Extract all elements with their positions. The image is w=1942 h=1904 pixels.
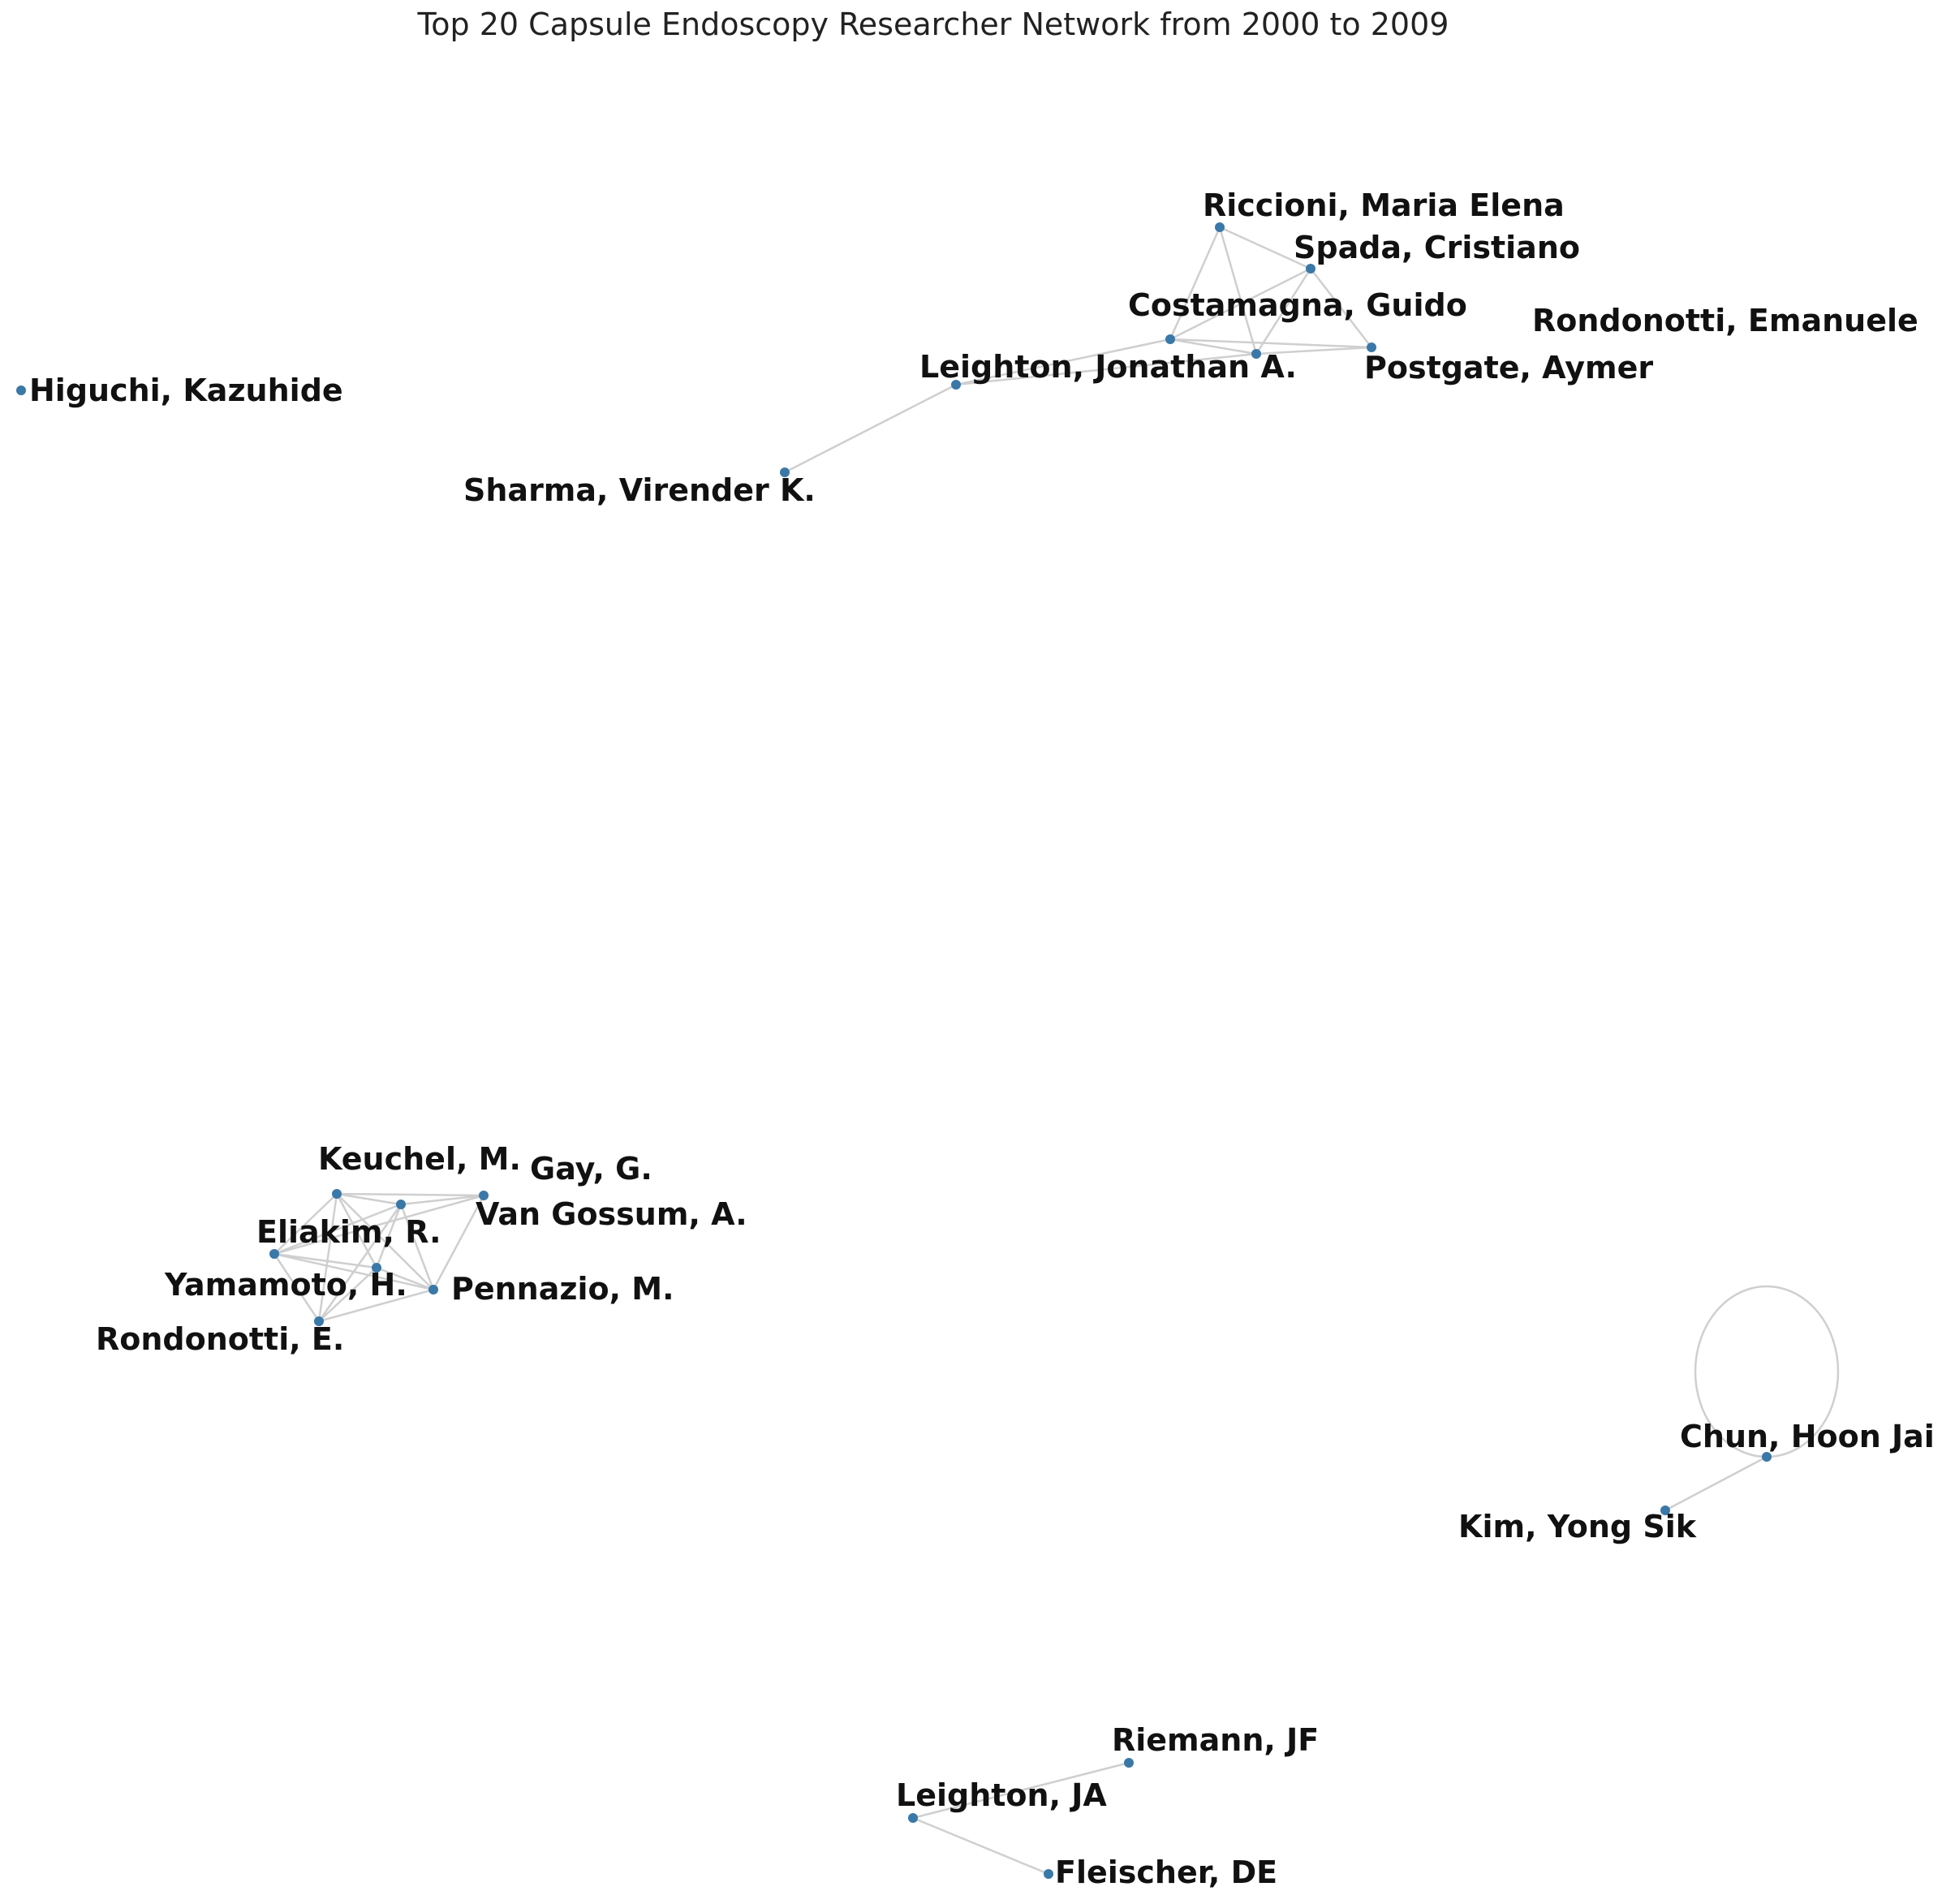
edge-van_gossum-rondonotti_e — [317, 1204, 403, 1322]
node-sharma — [780, 467, 790, 477]
node-label-yamamoto: Yamamoto, H. — [164, 1267, 407, 1303]
edge-costamagna-leighton_jonathan — [955, 338, 1171, 386]
node-eliakim — [269, 1249, 279, 1259]
edge-yamamoto-pennazio — [376, 1266, 434, 1291]
node-label-pennazio: Pennazio, M. — [451, 1271, 674, 1307]
node-label-postgate: Postgate, Aymer — [1364, 350, 1653, 386]
node-postgate — [1251, 349, 1261, 359]
edge-eliakim-rondonotti_e — [273, 1253, 321, 1322]
node-label-costamagna: Costamagna, Guido — [1128, 287, 1467, 323]
edge-yamamoto-rondonotti_e — [318, 1267, 377, 1322]
edge-riccioni-costamagna — [1169, 226, 1221, 340]
node-fleischer — [1044, 1869, 1053, 1879]
node-label-fleischer: Fleischer, DE — [1055, 1854, 1277, 1890]
node-higuchi — [16, 386, 26, 395]
node-leighton_jonathan — [951, 380, 961, 390]
node-yamamoto — [372, 1263, 381, 1273]
edge-costamagna-postgate — [1169, 338, 1257, 355]
edge-postgate-rondonotti_emanuele — [1255, 346, 1372, 355]
node-label-sharma: Sharma, Virender K. — [463, 472, 816, 508]
edge-leighton_jonathan-sharma — [784, 383, 957, 474]
node-gay — [479, 1191, 489, 1200]
edge-van_gossum-yamamoto — [375, 1204, 403, 1269]
edge-chun-kim — [1664, 1455, 1768, 1512]
edge-van_gossum-pennazio — [399, 1204, 435, 1290]
node-pennazio — [428, 1285, 438, 1294]
node-label-gay: Gay, G. — [530, 1151, 652, 1187]
node-label-rondonotti_emanuele: Rondonotti, Emanuele — [1532, 303, 1918, 338]
node-rondonotti_e — [314, 1316, 324, 1326]
edge-riccioni-postgate — [1218, 226, 1258, 355]
node-rondonotti_emanuele — [1367, 342, 1376, 352]
edge-eliakim-yamamoto — [273, 1252, 377, 1269]
node-spada — [1306, 264, 1315, 274]
node-van_gossum — [396, 1200, 406, 1209]
node-costamagna — [1165, 334, 1175, 344]
edge-keuchel-pennazio — [336, 1193, 434, 1290]
edge-van_gossum-eliakim — [273, 1203, 402, 1256]
figure-title: Top 20 Capsule Endoscopy Researcher Netw… — [417, 6, 1449, 42]
node-label-kim: Kim, Yong Sik — [1458, 1509, 1697, 1544]
node-label-eliakim: Eliakim, R. — [256, 1214, 441, 1250]
node-layer — [16, 222, 1772, 1879]
node-label-higuchi: Higuchi, Kazuhide — [29, 373, 343, 408]
edge-postgate-leighton_jonathan — [955, 352, 1257, 386]
node-label-riccioni: Riccioni, Maria Elena — [1203, 187, 1565, 223]
edge-gay-van_gossum — [400, 1194, 484, 1206]
node-riemann — [1124, 1758, 1134, 1768]
edge-eliakim-pennazio — [273, 1252, 434, 1291]
node-label-spada: Spada, Cristiano — [1294, 230, 1580, 265]
edge-spada-costamagna — [1169, 267, 1311, 341]
edge-spada-rondonotti_emanuele — [1310, 268, 1372, 348]
edge-leighton_ja-fleischer — [912, 1816, 1049, 1876]
node-label-leighton_ja: Leighton, JA — [896, 1777, 1107, 1813]
edge-keuchel-gay — [336, 1192, 484, 1197]
node-chun — [1762, 1452, 1772, 1462]
edge-keuchel-eliakim — [273, 1193, 338, 1255]
node-kim — [1660, 1506, 1670, 1515]
edge-keuchel-van_gossum — [336, 1192, 402, 1206]
node-riccioni — [1215, 222, 1225, 232]
edge-costamagna-rondonotti_emanuele — [1169, 338, 1372, 349]
node-label-riemann: Riemann, JF — [1112, 1722, 1319, 1758]
edge-riccioni-spada — [1219, 226, 1311, 270]
edge-pennazio-rondonotti_e — [318, 1288, 434, 1323]
node-label-leighton_jonathan: Leighton, Jonathan A. — [919, 349, 1297, 385]
edge-riemann-leighton_ja — [912, 1761, 1130, 1820]
edge-layer — [273, 226, 1840, 1876]
edge-gay-pennazio — [432, 1195, 485, 1290]
node-label-van_gossum: Van Gossum, A. — [476, 1196, 747, 1232]
edge-keuchel-rondonotti_e — [317, 1193, 338, 1322]
node-label-chun: Chun, Hoon Jai — [1680, 1419, 1935, 1454]
edge-gay-eliakim — [273, 1194, 484, 1256]
node-label-keuchel: Keuchel, M. — [318, 1141, 521, 1177]
edge-spada-postgate — [1255, 268, 1312, 355]
node-keuchel — [332, 1189, 342, 1199]
node-leighton_ja — [908, 1813, 918, 1823]
node-label-rondonotti_e: Rondonotti, E. — [96, 1321, 344, 1357]
